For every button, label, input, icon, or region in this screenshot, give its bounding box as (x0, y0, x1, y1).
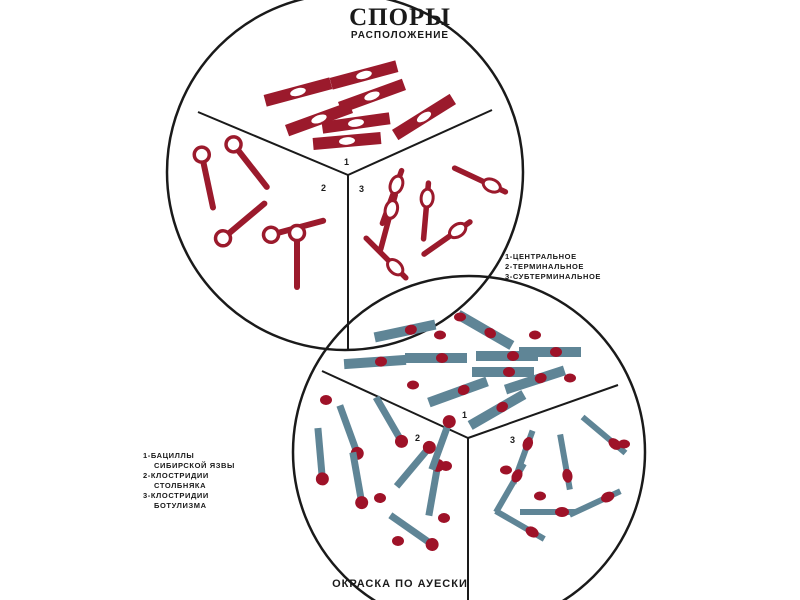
bottom-segment-label-3: 3 (510, 435, 515, 445)
top-segment-label-3: 3 (359, 184, 364, 194)
top-segment-central (264, 60, 456, 150)
top-circle-spore-location: 1 2 3 (167, 0, 523, 350)
bottom-segment-label-1: 1 (462, 410, 467, 420)
terminal-spore-rod (193, 146, 220, 209)
free-spore (564, 374, 576, 383)
subterminal-spore (447, 220, 469, 240)
free-spore (438, 513, 450, 523)
bottom-segment-tetanus (311, 394, 457, 554)
bottom-legend-item-1-line1: 1-БАЦИЛЛЫ (143, 451, 235, 461)
bottom-segment-botulism (492, 413, 630, 543)
free-spore (320, 395, 332, 405)
bottom-legend-item-2-line2: СТОЛБНЯКА (143, 481, 235, 491)
rod-body (397, 450, 428, 487)
subterminal-spore (481, 176, 502, 194)
botulism-clostridium-rod (555, 434, 575, 491)
free-spore (374, 493, 386, 503)
bottom-legend-item-3-line2: БОТУЛИЗМА (143, 501, 235, 511)
anthrax-bacillus-rod (468, 390, 527, 430)
bottom-caption: ОКРАСКА ПО АУЕСКИ (0, 578, 800, 590)
free-spore (407, 381, 419, 390)
free-spore (392, 536, 404, 546)
subterminal-spore-rod (375, 193, 401, 250)
top-legend-item-terminal: 2-ТЕРМИНАЛЬНОЕ (505, 262, 601, 272)
terminal-spore-rod (223, 134, 273, 192)
subterminal-spore-rod (362, 234, 410, 282)
top-legend: 1-ЦЕНТРАЛЬНОЕ 2-ТЕРМИНАЛЬНОЕ 3-СУБТЕРМИН… (505, 252, 601, 282)
botulism-clostridium-rod (520, 507, 576, 517)
terminal-spore (354, 495, 369, 510)
anthrax-bacillus-rod (472, 367, 534, 377)
tetanus-clostridium-rod (387, 510, 442, 554)
free-spore (440, 461, 452, 471)
central-spore (550, 347, 562, 357)
bottom-legend-item-1-line2: СИБИРСКОЙ ЯЗВЫ (143, 461, 235, 471)
rod-body (318, 428, 322, 476)
bottom-legend-item-2-line1: 2-КЛОСТРИДИИ (143, 471, 235, 481)
terminal-spore (193, 146, 211, 164)
free-spore (529, 331, 541, 340)
bottom-segment-label-2: 2 (415, 433, 420, 443)
top-segment-subterminal (362, 163, 508, 282)
subterminal-spore (561, 468, 573, 484)
top-legend-item-central: 1-ЦЕНТРАЛЬНОЕ (505, 252, 601, 262)
anthrax-bacillus-rod (519, 347, 581, 357)
central-spore (503, 367, 515, 377)
tetanus-clostridium-rod (311, 428, 329, 486)
free-spore (618, 440, 630, 449)
bottom-legend-item-3-line1: 3-КЛОСТРИДИИ (143, 491, 235, 501)
free-spore (534, 492, 546, 501)
subterminal-spore (420, 189, 434, 208)
terminal-spore (262, 226, 280, 244)
central-spore (507, 351, 519, 361)
rod-body (344, 355, 407, 369)
rod-body (353, 452, 361, 499)
terminal-spore-rod (290, 226, 305, 288)
terminal-spore-rod (212, 198, 269, 249)
central-spore (436, 353, 448, 363)
bottom-legend: 1-БАЦИЛЛЫ СИБИРСКОЙ ЯЗВЫ 2-КЛОСТРИДИИ СТ… (143, 451, 235, 511)
subterminal-spore-rod (452, 163, 508, 198)
rod-body (429, 468, 437, 515)
free-spore (454, 313, 466, 322)
central-spore-rod (313, 132, 382, 150)
bottom-circle-aujeszky-stain: 1 2 3 (293, 276, 645, 600)
tetanus-clostridium-rod (346, 451, 369, 510)
subterminal-spore-rod (421, 217, 474, 259)
terminal-spore (315, 472, 329, 486)
rod-body (376, 397, 400, 439)
terminal-spore (290, 226, 305, 241)
subterminal-spore (383, 199, 399, 219)
subterminal-spore (555, 507, 569, 517)
rod-body (340, 405, 356, 450)
central-spore-rod (392, 94, 456, 140)
central-spore-rod (264, 77, 333, 106)
free-spore (434, 331, 446, 340)
botulism-clostridium-rod (579, 413, 628, 457)
subterminal-spore (388, 174, 405, 195)
top-legend-item-subterminal: 3-СУБТЕРМИНАЛЬНОЕ (505, 272, 601, 282)
free-spore (500, 466, 512, 475)
anthrax-bacillus-rod (427, 377, 489, 408)
anthrax-bacillus-rod (405, 353, 467, 363)
top-segment-label-2: 2 (321, 183, 326, 193)
anthrax-bacillus-rod (344, 355, 407, 369)
top-segment-label-1: 1 (344, 157, 349, 167)
subterminal-spore-rod (418, 183, 435, 240)
